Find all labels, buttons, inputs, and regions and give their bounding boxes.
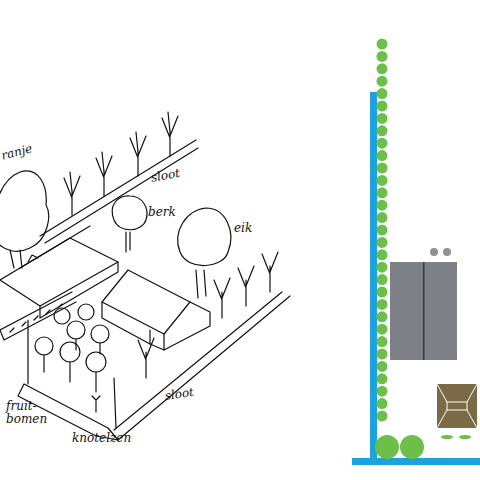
tree-trunk: [126, 232, 130, 252]
ditch-line: [40, 140, 196, 236]
tree-dot: [377, 187, 388, 198]
tree-crown: [0, 171, 49, 251]
tree-dot: [377, 51, 388, 62]
fruit-trees: [35, 304, 109, 392]
tree-dot: [377, 163, 388, 174]
barn: [0, 226, 118, 318]
tree-dot: [377, 101, 388, 112]
tree-dot: [377, 262, 388, 273]
tree-crown: [112, 196, 147, 230]
tree-dot: [377, 324, 388, 335]
tree-dot: [377, 125, 388, 136]
ditch-line: [114, 292, 282, 430]
pollard: [92, 396, 100, 412]
tree-row: [64, 112, 178, 215]
tree-dot: [377, 373, 388, 384]
ditch-line: [45, 148, 198, 243]
tree-crown: [178, 208, 231, 266]
tree-dot: [377, 200, 388, 211]
sketch-label: fruit- bomen: [6, 400, 50, 426]
tree-row: [138, 252, 278, 378]
tree-dot: [377, 287, 388, 298]
tree-dot: [377, 386, 388, 397]
tree-dot: [377, 299, 388, 310]
tree-dot: [377, 225, 388, 236]
tree-dot: [377, 398, 388, 409]
tree-dot: [377, 274, 388, 285]
house: [102, 270, 210, 350]
tree-dot: [377, 39, 388, 50]
tree-dot: [377, 361, 388, 372]
tree-dot: [377, 411, 388, 422]
hedge-band: [0, 292, 76, 340]
tree-dot: [377, 175, 388, 186]
tree-dot: [377, 311, 388, 322]
orchard-plot: [28, 320, 116, 428]
tree-dot: [377, 88, 388, 99]
tree-dot: [377, 63, 388, 74]
tree-trunk: [196, 270, 206, 298]
tree-trunk: [10, 250, 22, 268]
tree-dot: [377, 76, 388, 87]
tree-dot: [377, 349, 388, 360]
sketch-label: berk: [148, 206, 188, 219]
sketch-label: ranje: [0, 135, 61, 162]
tree-dot: [377, 237, 388, 248]
tree-dot: [377, 138, 388, 149]
tree-dot: [377, 212, 388, 223]
tree-dot: [377, 113, 388, 124]
ditch-line: [118, 296, 290, 440]
sketch-label: eik: [234, 222, 264, 235]
sketch-label: sloot: [150, 163, 201, 184]
tree-dot: [377, 336, 388, 347]
tree-dot: [377, 150, 388, 161]
sketch-label: knotelzen: [72, 432, 152, 445]
plan: [352, 39, 480, 466]
tree-dot: [377, 249, 388, 260]
sketch-label: sloot: [164, 383, 215, 403]
